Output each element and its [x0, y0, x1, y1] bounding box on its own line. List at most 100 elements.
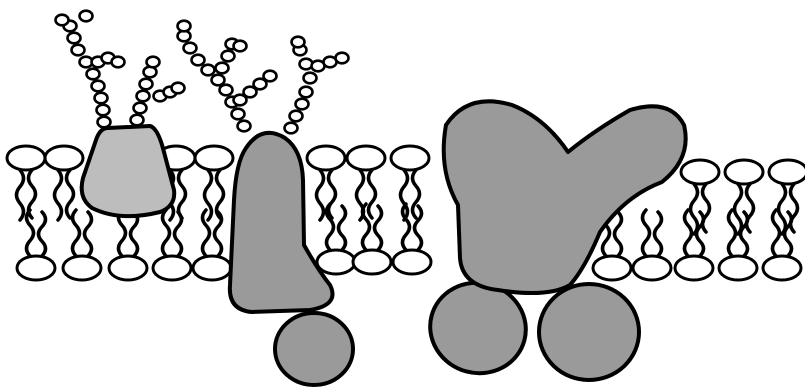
lipid-tail	[643, 210, 650, 256]
lipid-tail	[655, 212, 662, 256]
lipid-tail	[67, 170, 74, 218]
lipid-head	[109, 256, 147, 280]
sugar-residue	[220, 85, 233, 96]
sugar-residue	[304, 73, 317, 84]
lipid-head	[593, 256, 631, 280]
lipid-tail	[785, 212, 792, 256]
lipid-tail	[175, 212, 182, 256]
lipid-tail	[729, 210, 736, 256]
protein-subunit-right	[539, 284, 639, 380]
peripheral-glycoprotein	[56, 11, 185, 216]
lipid-tail	[329, 170, 336, 218]
lipid-head	[633, 256, 671, 280]
lipid	[109, 210, 147, 280]
sugar-residue	[92, 81, 105, 92]
lipid-head	[769, 160, 805, 184]
lipid-tail	[55, 170, 62, 220]
sugar-residue	[87, 69, 100, 80]
sugar-residue	[296, 99, 309, 110]
lipid-tail	[39, 212, 46, 256]
lipid-tail	[73, 210, 80, 256]
lipid-head	[347, 146, 385, 170]
lipid-head	[17, 256, 55, 280]
sugar-residue	[134, 103, 147, 114]
lipid-tail	[339, 206, 346, 250]
sugar-residue	[192, 55, 205, 66]
sugar-residue	[72, 45, 85, 56]
sugar-residue	[95, 93, 108, 104]
glycan-chain	[131, 57, 185, 126]
lipid-tail	[615, 212, 622, 256]
sugar-residue	[98, 117, 111, 128]
sugar-residue	[290, 111, 303, 122]
glycan-chain	[234, 71, 277, 106]
lipid-tail	[691, 184, 698, 234]
sugar-residue	[336, 53, 349, 64]
lipid-head	[681, 160, 719, 184]
lipid-head	[7, 146, 45, 170]
sugar-residue	[131, 115, 144, 126]
lipid-tail	[413, 170, 420, 218]
lipid-head	[63, 256, 101, 280]
lipid-head	[193, 256, 231, 280]
lipid-head	[393, 250, 431, 274]
lipid-tail	[685, 210, 692, 256]
lipid-head	[725, 160, 763, 184]
lipid-tail	[773, 210, 780, 256]
sugar-residue	[232, 109, 245, 120]
sugar-residue	[140, 79, 153, 90]
sugar-residue	[292, 37, 305, 48]
lipid-tail	[735, 184, 742, 234]
lipid-tail	[17, 170, 24, 220]
peripheral-protein-body	[82, 126, 175, 216]
lipid-head	[763, 256, 801, 280]
lipid	[153, 210, 191, 280]
sugar-residue	[238, 121, 251, 132]
lipid-head	[675, 256, 713, 280]
sugar-residue	[184, 43, 197, 54]
lipid-tail	[779, 184, 786, 234]
lipid	[63, 210, 101, 280]
lipid-tail	[85, 212, 92, 256]
lipid-tail	[369, 170, 376, 218]
glycan-chain	[285, 37, 349, 134]
lipid-tail	[741, 212, 748, 256]
lipid	[7, 146, 45, 220]
lipid-head	[317, 250, 355, 274]
lipid	[719, 210, 757, 280]
sugar-residue	[147, 57, 160, 68]
lipid-head	[719, 256, 757, 280]
sugar-residue	[234, 41, 247, 52]
lipid-tail	[317, 170, 324, 220]
lipid	[675, 210, 713, 280]
lipid	[633, 210, 671, 280]
lipid-head	[45, 146, 83, 170]
lipid-head	[391, 146, 429, 170]
lipid	[353, 204, 391, 274]
sugar-residue	[80, 11, 93, 22]
sugar-residue	[285, 123, 298, 134]
sugar-residue	[68, 33, 81, 44]
sugar-residue	[216, 63, 229, 74]
lipid	[17, 210, 55, 280]
lipid	[391, 146, 429, 220]
lipid-tail	[415, 206, 422, 250]
sugar-residue	[112, 57, 125, 68]
sugar-residue	[300, 87, 313, 98]
sugar-residue	[172, 83, 185, 94]
sugar-residue	[212, 75, 225, 86]
transmembrane-glycoprotein	[178, 21, 354, 385]
cytoplasmic-domain	[275, 313, 353, 385]
lipid-head	[307, 146, 345, 170]
sugar-residue	[178, 21, 191, 32]
lipid	[195, 146, 233, 220]
lipid	[193, 210, 231, 280]
lipid	[763, 210, 801, 280]
lipid-head	[153, 256, 191, 280]
lipid-tail	[179, 170, 186, 218]
lipid-tail	[375, 206, 382, 250]
sugar-residue	[222, 51, 235, 62]
sugar-residue	[137, 91, 150, 102]
